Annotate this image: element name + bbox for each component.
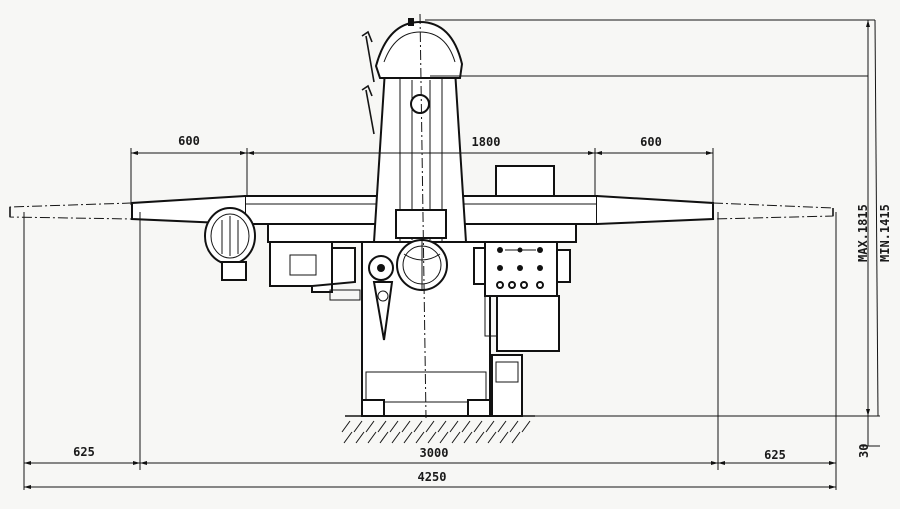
left-handwheel: [204, 207, 256, 281]
top-motor-housing: [374, 18, 464, 79]
dim-right-arm-extension: 600: [640, 135, 662, 149]
dim-base-length: 3000: [420, 446, 449, 460]
right-feed-box: [473, 165, 571, 352]
right-extension-arm: [596, 195, 834, 225]
dim-left-overhang: 625: [73, 445, 95, 459]
dim-overall-length: 4250: [418, 470, 447, 484]
machine-centerline: [419, 13, 427, 419]
vertical-ram: [372, 69, 468, 243]
right-motor: [496, 295, 560, 352]
dim-floor-offset: 30: [857, 444, 871, 458]
right-top-block: [495, 165, 555, 197]
dim-left-arm-extension: 600: [178, 134, 200, 148]
dim-right-overhang: 625: [764, 448, 786, 462]
dim-max-height: MAX.1815: [856, 204, 870, 262]
left-gearbox: [269, 241, 361, 301]
bottom-dimension-chain: [23, 212, 837, 490]
center-handwheel-small: [368, 255, 394, 341]
ram-pivot-circle: [410, 94, 430, 114]
top-dimension-chain: [130, 148, 714, 205]
dim-min-height: MIN.1415: [878, 204, 892, 262]
height-dimension-lines: [425, 19, 880, 447]
ram-levers: [361, 30, 375, 135]
dim-table-length: 1800: [472, 135, 501, 149]
center-handwheel-large: [396, 239, 448, 291]
cross-table: [244, 195, 598, 243]
